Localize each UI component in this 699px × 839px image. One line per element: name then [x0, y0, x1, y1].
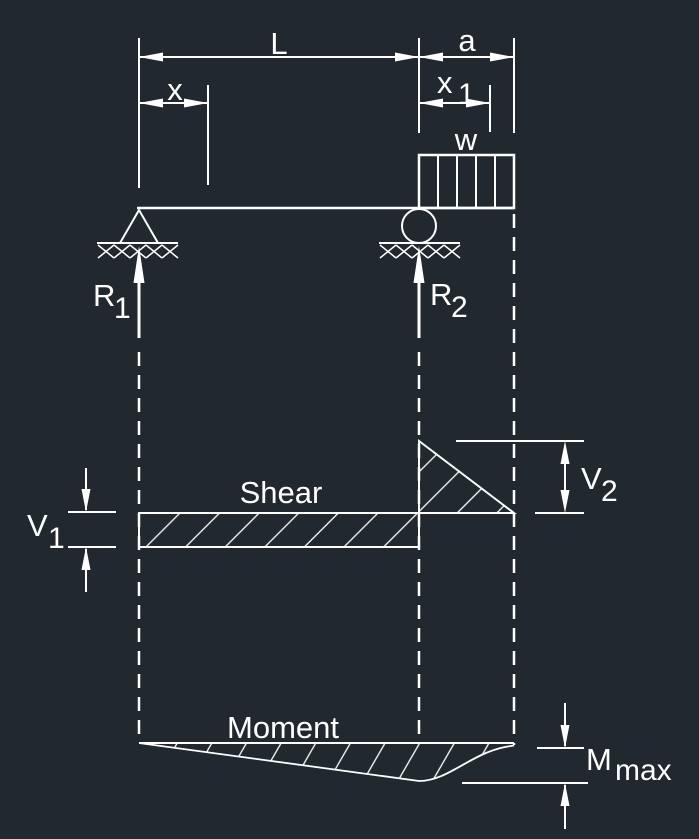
moment-diagram: Moment M max — [138, 703, 672, 829]
top-dimensions: L a x x 1 — [138, 23, 515, 188]
dim-arrow-L-left — [139, 52, 163, 62]
ground-hatch-right — [379, 244, 461, 259]
dim-arrow-x1-left — [419, 98, 443, 108]
label-r1-sub: 1 — [114, 292, 131, 325]
v2-arrow-down — [560, 490, 570, 513]
ground-hatch-left — [97, 244, 179, 259]
label-v2-sub: 2 — [601, 475, 618, 508]
dim-arrow-a-left — [419, 52, 443, 62]
label-mmax-sub: max — [615, 754, 672, 787]
mmax-arrow-top — [560, 725, 570, 748]
label-v2-base: V — [581, 461, 602, 496]
label-r1-base: R — [93, 278, 115, 313]
dim-arrow-x1-right — [466, 98, 490, 108]
reaction-arrow-r2 — [413, 246, 425, 283]
dim-arrow-x-left — [139, 98, 163, 108]
dim-arrow-x-right — [184, 98, 208, 108]
dim-label-x1-sub: 1 — [458, 78, 475, 111]
label-r2-base: R — [430, 277, 452, 312]
dim-label-x1-base: x — [437, 65, 453, 100]
moment-curve — [138, 742, 515, 782]
moment-title: Moment — [227, 710, 339, 745]
shear-title: Shear — [240, 475, 323, 510]
shear-negative-region — [138, 512, 420, 548]
dim-label-a: a — [458, 23, 476, 58]
moment-negative-region — [139, 743, 514, 781]
dim-label-L: L — [270, 26, 287, 61]
label-mmax-base: M — [586, 742, 612, 777]
label-r2-sub: 2 — [451, 291, 468, 324]
v1-arrow-bottom — [81, 547, 91, 570]
mmax-arrow-bottom — [560, 783, 570, 806]
reaction-arrow-r1 — [133, 246, 145, 283]
label-v1-base: V — [27, 508, 48, 543]
v1-arrow-top — [81, 489, 91, 512]
v2-arrow-up — [560, 441, 570, 464]
dim-label-x: x — [167, 72, 183, 107]
dim-arrow-a-right — [490, 52, 514, 62]
label-v1-sub: 1 — [48, 522, 65, 555]
beam-and-supports: R 1 R 2 — [93, 206, 514, 338]
dim-arrow-L-right — [395, 52, 419, 62]
load-label-w: w — [454, 122, 478, 157]
shear-positive-triangle — [418, 438, 517, 514]
shear-diagram: Shear V 1 V 2 — [27, 438, 618, 592]
